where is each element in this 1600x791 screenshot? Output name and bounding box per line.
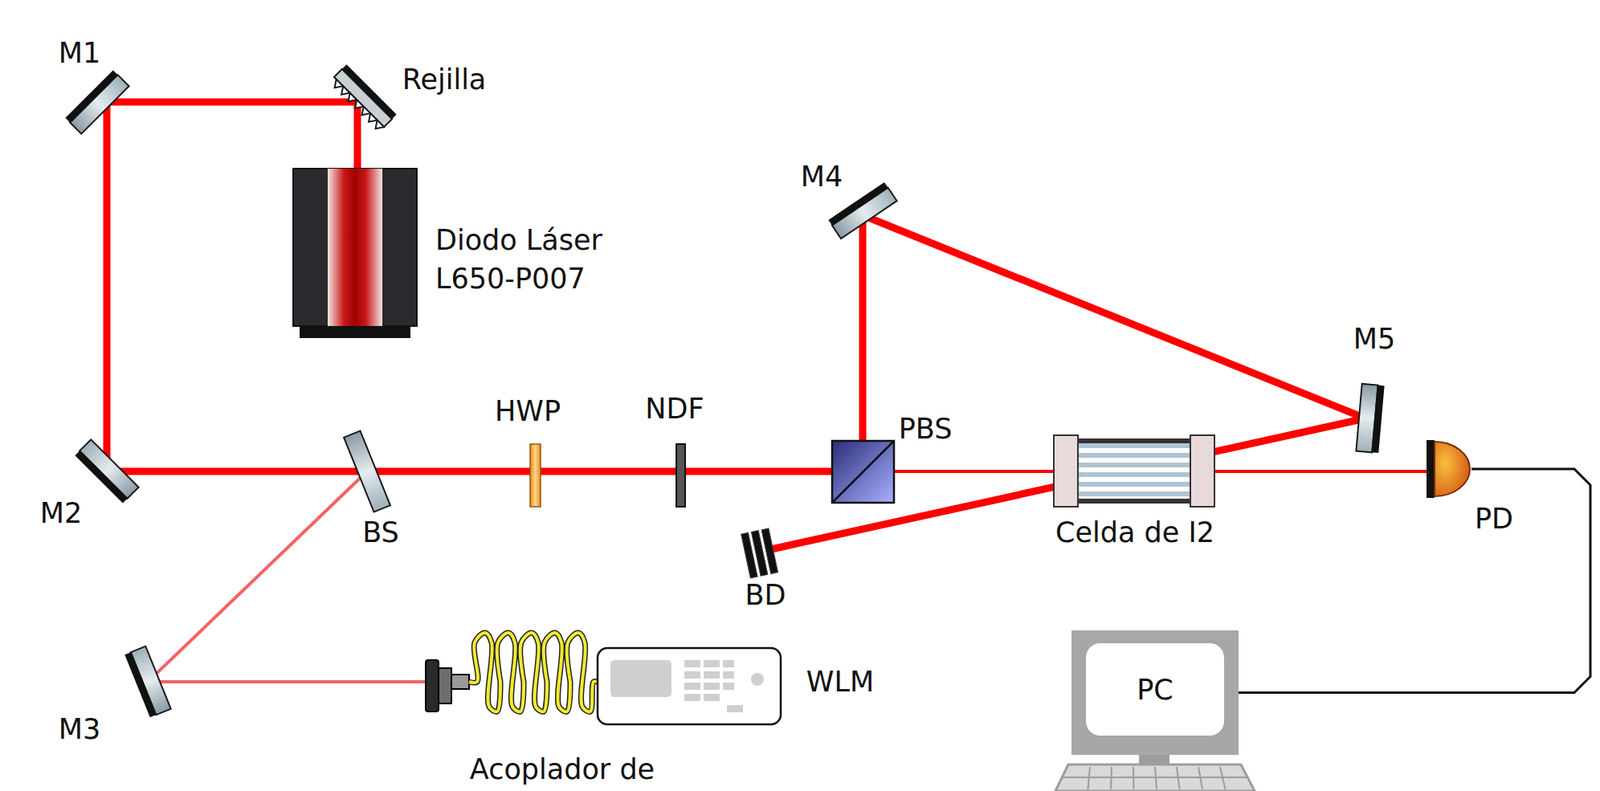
part-label: HWP — [494, 393, 561, 429]
mirror-m2 — [74, 439, 139, 503]
beam-dump — [741, 528, 779, 579]
part-label: M3 — [58, 711, 101, 747]
part-label: M1 — [58, 35, 101, 71]
part-label: M2 — [40, 495, 82, 531]
detector-base — [1426, 440, 1435, 498]
part-label: Rejilla — [402, 61, 487, 98]
photodiode: PD — [1426, 438, 1472, 500]
fiber-coupler — [425, 660, 470, 712]
laser-diode — [293, 168, 417, 339]
mirror-m5 — [1355, 383, 1384, 454]
monitor-frame — [1071, 630, 1239, 756]
node-label: PD — [1474, 501, 1514, 537]
part-label: PBS — [898, 411, 953, 447]
signal-cable — [1238, 469, 1591, 694]
nd-filter — [676, 444, 686, 507]
computer-monitor: PC — [1071, 630, 1239, 756]
part-label: BS — [362, 514, 400, 551]
laser-beam — [97, 102, 1366, 550]
mirror-m1 — [65, 69, 129, 134]
detector-dome — [1434, 441, 1470, 497]
iodine-cell — [1053, 435, 1215, 507]
optical-fiber — [469, 632, 598, 712]
weak-beam — [147, 471, 1438, 682]
half-wave-plate — [530, 444, 541, 507]
part-label: M4 — [800, 159, 843, 195]
part-label: Diodo Láser L650-P007 — [435, 220, 653, 298]
computer-keyboard — [1055, 755, 1255, 791]
grating — [329, 64, 397, 132]
part-label: NDF — [644, 391, 704, 427]
monitor-screen — [1085, 643, 1225, 736]
photodiode-symbol — [1426, 438, 1472, 500]
wavemeter — [597, 648, 781, 725]
optical-fiber — [469, 632, 598, 712]
part-label: WLM — [806, 664, 874, 700]
beam-splitter — [343, 431, 391, 513]
part-label: M5 — [1353, 321, 1396, 357]
node-label: PC — [1136, 672, 1174, 708]
part-label: Acoplador de — [469, 751, 655, 788]
mirror-m3 — [124, 646, 171, 718]
polarizing-beam-splitter — [832, 440, 894, 503]
part-label: BD — [745, 577, 787, 613]
part-label: Celda de I2 — [1055, 514, 1215, 551]
